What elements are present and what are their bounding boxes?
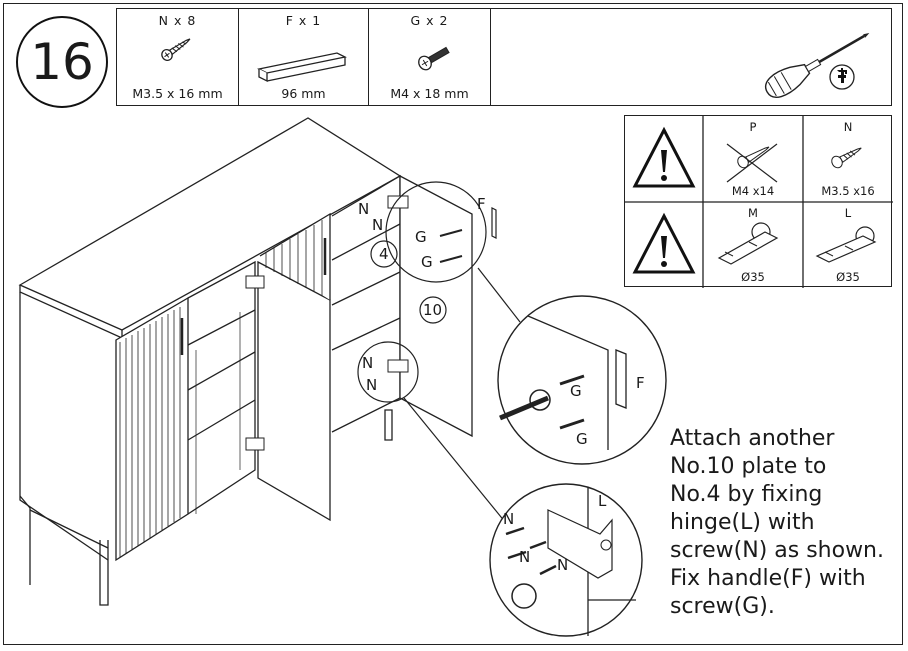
warning-triangle-icon: [632, 212, 696, 274]
callout-f: F: [477, 195, 486, 213]
callout-g: G: [576, 430, 588, 448]
bolt-icon: [418, 46, 450, 71]
warning-n-size: M3.5 x16: [821, 184, 875, 198]
callout-l: L: [598, 492, 607, 510]
part-n-label: N x 8: [158, 13, 197, 28]
screw-icon: [831, 147, 862, 169]
hinge-icon: [815, 226, 877, 263]
callout-n: N: [557, 556, 569, 574]
part-f-dimension: 96 mm: [281, 86, 326, 101]
hinge-icon: [717, 222, 779, 265]
callout-n: N: [366, 376, 378, 394]
callout-g: G: [415, 228, 427, 246]
callout-n: N: [519, 548, 531, 566]
warning-m-size: Ø35: [741, 270, 765, 284]
callout-n: N: [372, 216, 384, 234]
instruction-text: Attach another No.10 plate to No.4 by fi…: [670, 426, 884, 619]
phillips-screwdriver-icon: [765, 33, 870, 98]
warning-l-label: L: [844, 206, 852, 220]
hinge-icon: [245, 195, 409, 451]
callout-n: N: [503, 510, 515, 528]
warning-triangle-icon: [632, 126, 696, 188]
warning-p-label: P: [749, 120, 757, 134]
part-cell-n: N x 8 M3.5 x 16 mm: [117, 9, 239, 105]
callout-plate-10: 10: [423, 301, 443, 319]
screw-icon: [161, 38, 191, 61]
warnings-grid: [625, 116, 893, 288]
callout-f: F: [636, 374, 645, 392]
callout-g: G: [421, 253, 433, 271]
callout-g: G: [570, 382, 582, 400]
warning-m-label: M: [748, 206, 758, 220]
part-f-label: F x 1: [285, 13, 322, 28]
handle-icon: [257, 52, 347, 83]
crossed-screw-icon: [726, 143, 778, 183]
warnings-table: P M4 x14 N M3.5 x16 M Ø35 L Ø35: [624, 115, 893, 288]
parts-table: N x 8 M3.5 x 16 mm F x 1 96 mm G x 2: [116, 8, 892, 106]
step-number: 16: [16, 16, 108, 108]
part-cell-g: G x 2 M4 x 18 mm: [369, 9, 491, 105]
warning-p-size: M4 x14: [731, 184, 775, 198]
part-g-label: G x 2: [410, 13, 449, 28]
warning-l-size: Ø35: [836, 270, 860, 284]
page-frame: [3, 3, 903, 645]
part-g-dimension: M4 x 18 mm: [390, 86, 469, 101]
callout-n: N: [358, 200, 370, 218]
warning-n-label: N: [843, 120, 853, 134]
part-n-dimension: M3.5 x 16 mm: [132, 86, 223, 101]
callout-n: N: [362, 354, 374, 372]
part-cell-f: F x 1 96 mm: [239, 9, 369, 105]
callout-plate-4: 4: [379, 245, 389, 263]
